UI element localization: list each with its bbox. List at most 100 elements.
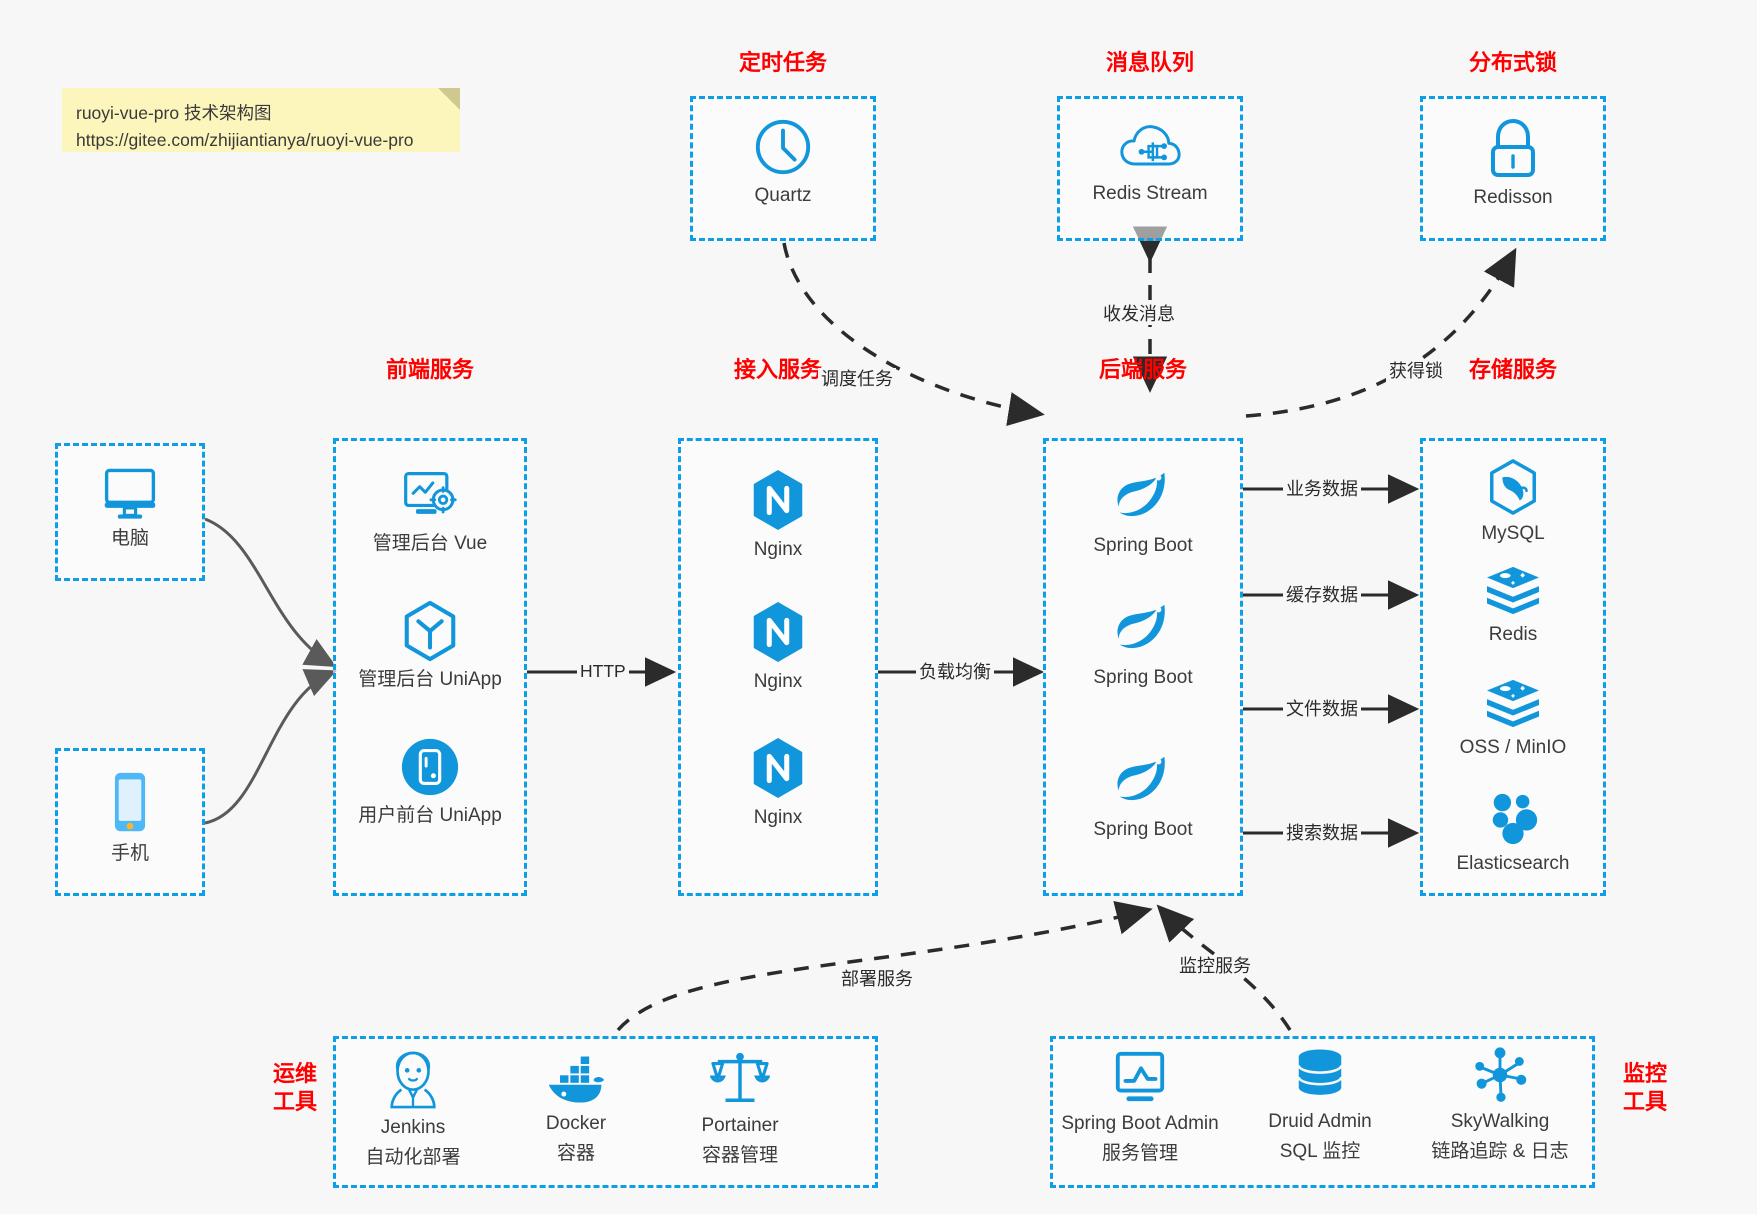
node-label: MySQL	[1481, 523, 1545, 544]
node-desktop[interactable]: 电脑	[55, 463, 205, 551]
node-desc: 容器管理	[701, 1144, 778, 1166]
group-title-monitor-line1: 监控	[1622, 1061, 1667, 1086]
node-druid-admin[interactable]: Druid Admin SQL 监控	[1225, 1048, 1415, 1164]
node-oss-minio[interactable]: OSS / MinIO	[1420, 678, 1606, 760]
mobile-circle-icon	[399, 736, 461, 798]
group-title-gateway: 接入服务	[733, 357, 822, 382]
node-name: Docker	[545, 1113, 607, 1134]
spring-leaf-icon	[1112, 466, 1174, 528]
nginx-icon	[748, 736, 808, 800]
database-cylinder-icon	[1292, 1048, 1348, 1104]
node-name: Spring Boot Admin	[1061, 1113, 1219, 1134]
jenkins-butler-icon	[384, 1050, 442, 1110]
monitor-chart-icon	[1111, 1050, 1169, 1106]
node-name: SkyWalking	[1450, 1111, 1550, 1132]
edge-label-search-data: 搜索数据	[1283, 822, 1361, 844]
spring-leaf-icon	[1112, 750, 1174, 812]
edge-label-deploy-service: 部署服务	[838, 968, 916, 990]
node-label: Nginx	[753, 671, 803, 692]
node-label: OSS / MinIO	[1459, 737, 1567, 758]
node-nginx-3[interactable]: Nginx	[678, 736, 878, 830]
clock-icon	[752, 116, 814, 178]
group-title-ops-line2: 工具	[272, 1088, 317, 1114]
node-label: Elasticsearch	[1456, 853, 1570, 874]
group-title-storage: 存储服务	[1468, 357, 1557, 382]
node-phone[interactable]: 手机	[55, 770, 205, 866]
group-title-frontend: 前端服务	[385, 357, 474, 382]
scales-icon	[709, 1050, 771, 1108]
node-redisson[interactable]: Redisson	[1420, 118, 1606, 210]
smartphone-icon	[104, 770, 156, 836]
node-admin-vue[interactable]: 管理后台 Vue	[333, 468, 527, 556]
node-label: 用户前台 UniApp	[358, 805, 502, 826]
node-label: Spring Boot	[1093, 535, 1193, 556]
group-box-backend[interactable]	[1043, 438, 1243, 896]
node-quartz[interactable]: Quartz	[690, 116, 876, 208]
node-desc: 容器	[556, 1142, 595, 1164]
group-title-backend: 后端服务	[1098, 357, 1187, 382]
elasticsearch-cluster-icon	[1484, 790, 1542, 846]
node-label: Nginx	[753, 539, 803, 560]
node-name: Jenkins	[380, 1117, 446, 1138]
group-title-ops: 运维 工具	[258, 1060, 332, 1115]
node-desc: SQL 监控	[1279, 1140, 1361, 1162]
node-nginx-1[interactable]: Nginx	[678, 468, 878, 562]
node-jenkins[interactable]: Jenkins 自动化部署	[333, 1050, 493, 1170]
node-label: Spring Boot	[1093, 667, 1193, 688]
group-title-lock: 分布式锁	[1468, 50, 1557, 75]
node-redis[interactable]: Redis	[1420, 565, 1606, 647]
edge-label-http: HTTP	[577, 661, 629, 683]
group-box-frontend[interactable]	[333, 438, 527, 896]
group-title-monitor: 监控 工具	[1608, 1060, 1682, 1115]
desktop-monitor-icon	[99, 463, 161, 521]
group-title-scheduler: 定时任务	[738, 50, 827, 75]
node-spring-boot-admin[interactable]: Spring Boot Admin 服务管理	[1040, 1050, 1240, 1166]
edge-label-schedule-task: 调度任务	[818, 368, 896, 390]
padlock-icon	[1483, 118, 1543, 180]
node-name: Druid Admin	[1268, 1111, 1372, 1132]
node-user-uniapp[interactable]: 用户前台 UniApp	[333, 736, 527, 828]
edge-label-send-receive-message: 收发消息	[1100, 303, 1178, 325]
node-springboot-1[interactable]: Spring Boot	[1043, 466, 1243, 558]
node-desc: 自动化部署	[365, 1146, 461, 1168]
node-label: 管理后台 Vue	[372, 533, 488, 554]
node-graph-icon	[1471, 1046, 1529, 1104]
group-title-monitor-line2: 工具	[1622, 1088, 1667, 1114]
node-springboot-3[interactable]: Spring Boot	[1043, 750, 1243, 842]
node-elasticsearch[interactable]: Elasticsearch	[1420, 790, 1606, 876]
node-skywalking[interactable]: SkyWalking 链路追踪 & 日志	[1400, 1046, 1600, 1164]
node-docker[interactable]: Docker 容器	[496, 1054, 656, 1166]
edge-label-acquire-lock: 获得锁	[1386, 360, 1446, 382]
diagram-note: ruoyi-vue-pro 技术架构图 https://gitee.com/zh…	[62, 88, 460, 152]
node-springboot-2[interactable]: Spring Boot	[1043, 598, 1243, 690]
node-portainer[interactable]: Portainer 容器管理	[660, 1050, 820, 1168]
note-title: ruoyi-vue-pro 技术架构图	[76, 103, 272, 123]
hexagon-y-icon	[400, 600, 460, 662]
node-label: Redis Stream	[1092, 183, 1208, 204]
group-box-ops[interactable]	[333, 1036, 878, 1188]
node-admin-uniapp[interactable]: 管理后台 UniApp	[333, 600, 527, 692]
node-redis-stream[interactable]: Redis Stream	[1057, 120, 1243, 206]
node-label: Redisson	[1473, 187, 1553, 208]
edge-label-monitor-service: 监控服务	[1176, 955, 1254, 977]
node-label: 管理后台 UniApp	[358, 669, 502, 690]
node-desc: 链路追踪 & 日志	[1431, 1140, 1569, 1162]
spring-leaf-icon	[1112, 598, 1174, 660]
node-label: 手机	[110, 843, 149, 864]
group-title-mq: 消息队列	[1105, 50, 1194, 75]
group-box-mq[interactable]	[1057, 96, 1243, 241]
edge-label-file-data: 文件数据	[1283, 698, 1361, 720]
node-nginx-2[interactable]: Nginx	[678, 600, 878, 694]
note-url: https://gitee.com/zhijiantianya/ruoyi-vu…	[76, 130, 414, 151]
node-label: Spring Boot	[1093, 819, 1193, 840]
mysql-dolphin-icon	[1485, 458, 1541, 516]
docker-whale-icon	[545, 1054, 607, 1106]
node-mysql[interactable]: MySQL	[1420, 458, 1606, 546]
group-box-desktop[interactable]	[55, 443, 205, 581]
edge-label-business-data: 业务数据	[1283, 478, 1361, 500]
edge-label-cache-data: 缓存数据	[1283, 584, 1361, 606]
note-fold-corner	[438, 88, 460, 110]
node-label: 电脑	[110, 528, 149, 549]
group-title-ops-line1: 运维	[272, 1061, 317, 1086]
